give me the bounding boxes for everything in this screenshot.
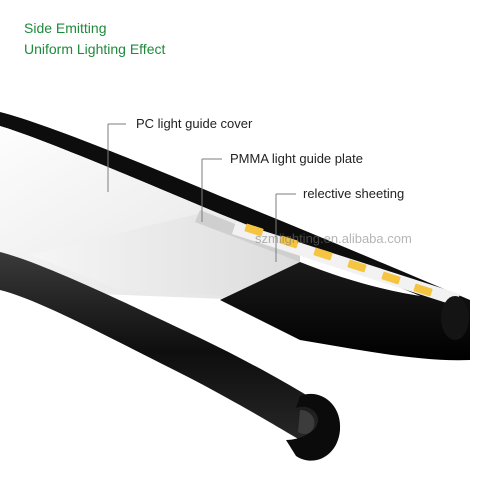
headline-line-2: Uniform Lighting Effect: [24, 41, 166, 57]
callout-line-reflective: [275, 193, 296, 262]
led-chip: [347, 259, 367, 273]
callout-pc-cover: PC light guide cover: [136, 116, 253, 131]
callout-line-pc: [107, 123, 126, 192]
callout-reflective-sheeting: relective sheeting: [303, 186, 405, 201]
led-chip: [244, 223, 264, 237]
led-chip: [413, 283, 433, 297]
profile-channel: [220, 262, 470, 361]
led-chip: [313, 247, 333, 261]
profile-front-face: [286, 393, 341, 461]
led-chip: [381, 271, 401, 285]
led-chip: [279, 235, 299, 249]
profile-front-slot: [298, 410, 315, 434]
profile-end-cap: [441, 296, 469, 340]
watermark: szmlighting.en.alibaba.com: [255, 231, 412, 246]
led-chips: [244, 223, 433, 297]
callout-pmma-plate: PMMA light guide plate: [230, 151, 363, 166]
headline-line-1: Side Emitting: [24, 20, 107, 36]
profile-front-tube: [0, 252, 330, 452]
callout-line-pmma: [201, 158, 222, 222]
